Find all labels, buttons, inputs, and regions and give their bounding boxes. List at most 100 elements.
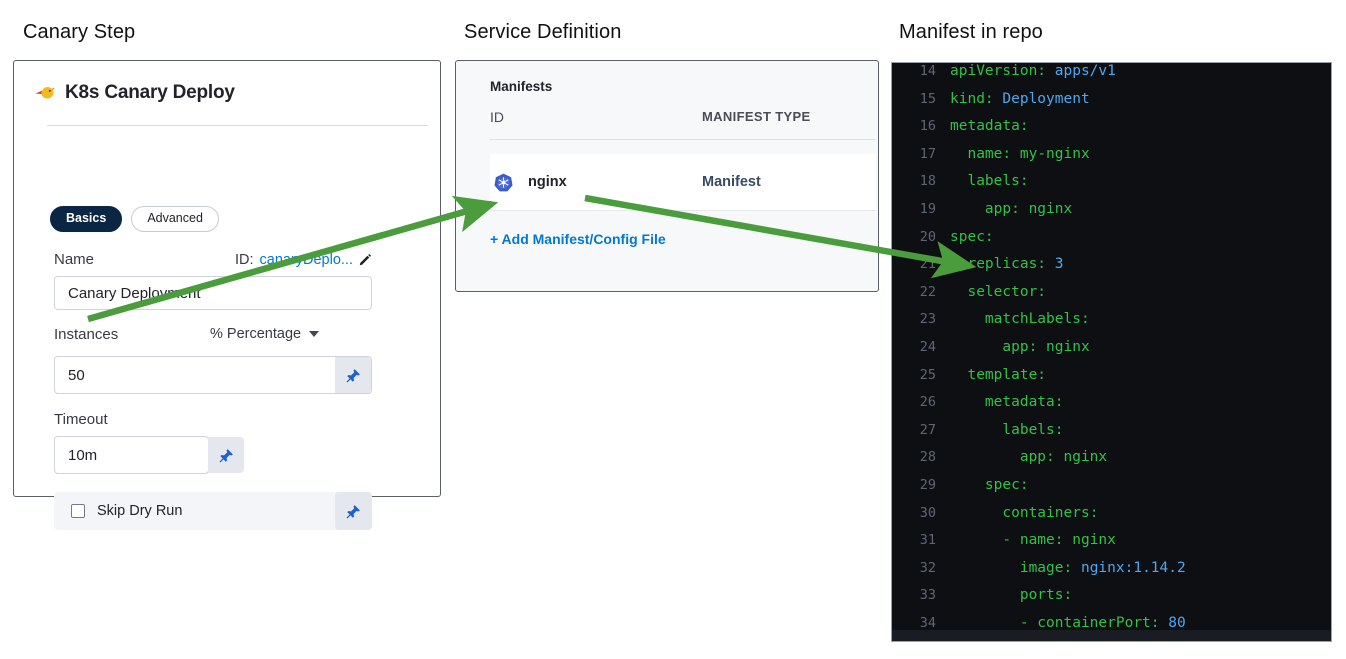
manifests-section-title: Manifests [490,79,553,94]
service-definition-card: Manifests ID MANIFEST TYPE nginx Manifes… [455,60,879,292]
code-line: 25 template: [892,367,1331,395]
code-line: 21 replicas: 3 [892,256,1331,284]
line-number: 32 [919,559,936,576]
step-id-group[interactable]: ID: canaryDeplo... [235,252,372,268]
line-number: 31 [919,532,936,549]
table-header-divider [490,139,876,140]
line-number: 34 [919,614,936,631]
instances-label: Instances [54,326,119,343]
line-number: 26 [919,394,936,411]
code-line-text: spec: [950,228,994,245]
code-line: 29 spec: [892,477,1331,505]
instances-input[interactable]: 50 [54,356,372,394]
code-line: 33 ports: [892,587,1331,615]
line-number: 14 [919,63,936,79]
tab-row: Basics Advanced [50,206,219,232]
skip-dry-run-pin-button[interactable] [335,492,372,530]
code-line-text: image: nginx:1.14.2 [1019,559,1186,576]
code-line-text: template: [967,366,1047,383]
canary-card-header: K8s Canary Deploy [14,61,440,125]
pencil-icon[interactable] [359,253,372,266]
code-line-text: ports: [1019,587,1073,604]
line-number: 23 [919,311,936,328]
code-line-text: app: nginx [1002,338,1090,355]
caption-canary-step: Canary Step [23,21,136,43]
code-line: 17 name: my-nginx [892,146,1331,174]
timeout-input[interactable]: 10m [54,436,209,474]
skip-dry-run-row[interactable]: Skip Dry Run [54,492,372,530]
line-number: 33 [919,587,936,604]
step-id-value[interactable]: canaryDeplo... [259,251,354,268]
step-id-prefix: ID: [234,251,254,268]
add-manifest-link[interactable]: + Add Manifest/Config File [490,231,666,247]
code-line: 31 - name: nginx [892,532,1331,560]
instances-pin-button[interactable] [335,357,371,393]
canary-step-card: K8s Canary Deploy Basics Advanced Name I… [13,60,441,530]
code-line: 32 image: nginx:1.14.2 [892,560,1331,588]
column-header-manifest-type: MANIFEST TYPE [702,109,811,124]
code-line: 26 metadata: [892,394,1331,422]
name-label: Name [54,251,95,268]
column-header-id: ID [490,109,504,125]
line-number: 25 [919,366,936,383]
caption-service-definition: Service Definition [464,21,622,43]
code-line-text: app: nginx [984,200,1073,217]
code-line-text: - containerPort: 80 [1019,614,1186,631]
caption-manifest-in-repo: Manifest in repo [899,21,1043,43]
code-line-text: metadata: [984,394,1064,411]
header-divider [47,125,428,126]
code-line: 22 selector: [892,284,1331,312]
line-number: 21 [919,256,936,273]
code-horizontal-scrollbar[interactable] [892,630,1331,641]
timeout-label: Timeout [54,411,108,428]
canary-bird-icon [34,82,56,104]
code-line: 27 labels: [892,422,1331,450]
line-number: 24 [919,338,936,355]
line-number: 29 [919,476,936,493]
code-line: 18 labels: [892,173,1331,201]
line-number: 22 [919,283,936,300]
code-line: 30 containers: [892,505,1331,533]
code-line-text: app: nginx [1019,449,1108,466]
line-number: 27 [919,421,936,438]
code-line: 19 app: nginx [892,201,1331,229]
pin-icon [219,448,233,462]
instances-unit-value: % Percentage [210,326,302,342]
manifest-id-value: nginx [528,174,567,190]
line-number: 20 [919,228,936,245]
tab-advanced[interactable]: Advanced [131,206,219,232]
tab-basics[interactable]: Basics [50,206,123,232]
code-line: 24 app: nginx [892,339,1331,367]
instances-unit-select[interactable]: % Percentage [210,326,320,342]
canary-step-title: K8s Canary Deploy [65,82,235,103]
pin-icon [346,368,360,382]
table-row[interactable]: nginx Manifest [490,154,876,211]
code-line-text: kind: Deployment [950,90,1090,107]
code-line-text: labels: [967,173,1029,190]
code-line: 23 matchLabels: [892,311,1331,339]
line-number: 28 [919,449,936,466]
timeout-pin-button[interactable] [208,437,244,473]
code-line-text: selector: [967,283,1047,300]
name-label-row: Name ID: canaryDeplo... [54,251,372,268]
skip-dry-run-checkbox[interactable] [71,504,85,518]
line-number: 17 [919,145,936,162]
name-input[interactable]: Canary Deployment [54,276,372,310]
code-line: 34 - containerPort: 80 [892,614,1331,641]
code-line: 20 spec: [892,229,1331,257]
code-line-text: spec: [984,476,1029,493]
line-number: 18 [919,173,936,190]
chevron-down-icon [309,331,320,337]
kubernetes-icon [490,173,513,192]
line-number: 30 [919,504,936,521]
pin-icon [346,504,360,518]
timeout-label-row: Timeout [54,411,372,428]
code-line-text: labels: [1002,421,1064,438]
manifest-type-value: Manifest [702,174,761,190]
